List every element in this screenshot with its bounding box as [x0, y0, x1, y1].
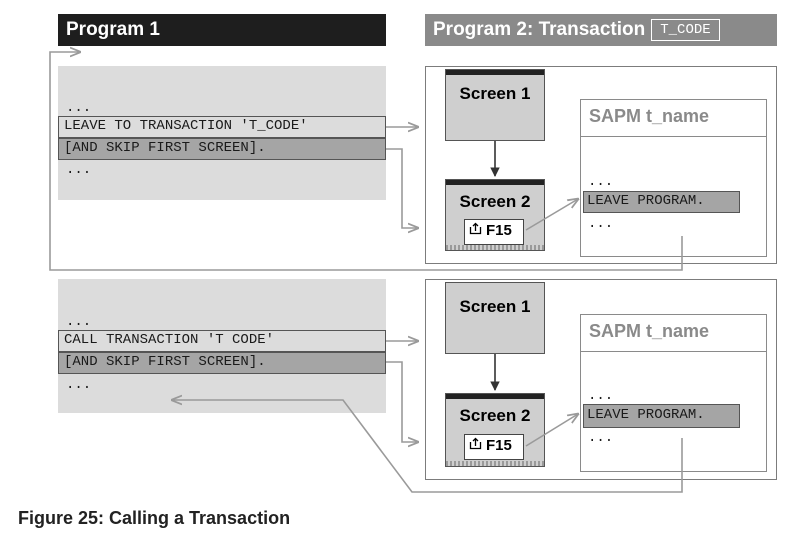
bottom-screen2-title: Screen 2 — [459, 406, 531, 425]
bottom-leave-program-line: LEAVE PROGRAM. — [583, 404, 740, 428]
bottom-f15-arrow — [525, 414, 578, 447]
bottom-skip-first-screen-line: [AND SKIP FIRST SCREEN]. — [58, 352, 386, 374]
top-sapm-ellipsis-after: ... — [588, 216, 614, 232]
top-code-ellipsis-before: ... — [66, 100, 92, 116]
exit-icon — [469, 435, 482, 457]
bottom-return-arrow — [172, 400, 683, 493]
figure-caption: Figure 25: Calling a Transaction — [18, 508, 291, 528]
top-f15-label: F15 — [486, 222, 512, 239]
tcode-box: T_CODE — [651, 19, 720, 41]
bottom-call-transaction-line: CALL TRANSACTION 'T CODE' — [58, 330, 386, 352]
program2-header-label: Program 2: Transaction — [433, 19, 646, 40]
bottom-code-ellipsis-after: ... — [66, 377, 92, 393]
bottom-screen1-title: Screen 1 — [459, 297, 531, 316]
top-return-arrow — [49, 52, 683, 271]
top-line2-arrow — [386, 148, 418, 228]
top-f15-arrow — [525, 199, 578, 231]
bottom-line2-arrow — [386, 361, 418, 442]
top-sapm-divider — [581, 136, 766, 137]
top-sapm-title: SAPM t_name — [589, 106, 710, 126]
top-f15-button[interactable]: F15 — [464, 219, 524, 245]
top-screen2-titlebar — [446, 180, 544, 185]
top-leave-to-transaction-line: LEAVE TO TRANSACTION 'T_CODE' — [58, 116, 386, 138]
top-skip-first-screen-line: [AND SKIP FIRST SCREEN]. — [58, 138, 386, 160]
bottom-sapm-title: SAPM t_name — [589, 321, 710, 341]
top-screen2-title: Screen 2 — [459, 192, 531, 211]
bottom-f15-label: F15 — [486, 437, 512, 454]
top-sapm-box: SAPM t_name — [580, 99, 767, 257]
bottom-sapm-ellipsis-before: ... — [588, 388, 614, 404]
top-code-ellipsis-after: ... — [66, 162, 92, 178]
top-leave-program-line: LEAVE PROGRAM. — [583, 191, 740, 213]
top-sapm-ellipsis-before: ... — [588, 174, 614, 190]
bottom-screen1: Screen 1 — [445, 282, 545, 354]
program1-header: Program 1 — [58, 14, 386, 46]
bottom-f15-button[interactable]: F15 — [464, 434, 524, 460]
top-screen1-title: Screen 1 — [459, 84, 531, 103]
bottom-sapm-ellipsis-after: ... — [588, 430, 614, 446]
bottom-screen2-bottombar — [446, 461, 544, 466]
bottom-sapm-divider — [581, 351, 766, 352]
top-screen1: Screen 1 — [445, 69, 545, 141]
bottom-screen2-titlebar — [446, 394, 544, 399]
bottom-code-ellipsis-before: ... — [66, 314, 92, 330]
top-screen2-bottombar — [446, 245, 544, 250]
exit-icon — [469, 220, 482, 242]
bottom-sapm-box: SAPM t_name — [580, 314, 767, 472]
program1-header-label: Program 1 — [66, 19, 160, 40]
top-screen1-titlebar — [446, 70, 544, 75]
